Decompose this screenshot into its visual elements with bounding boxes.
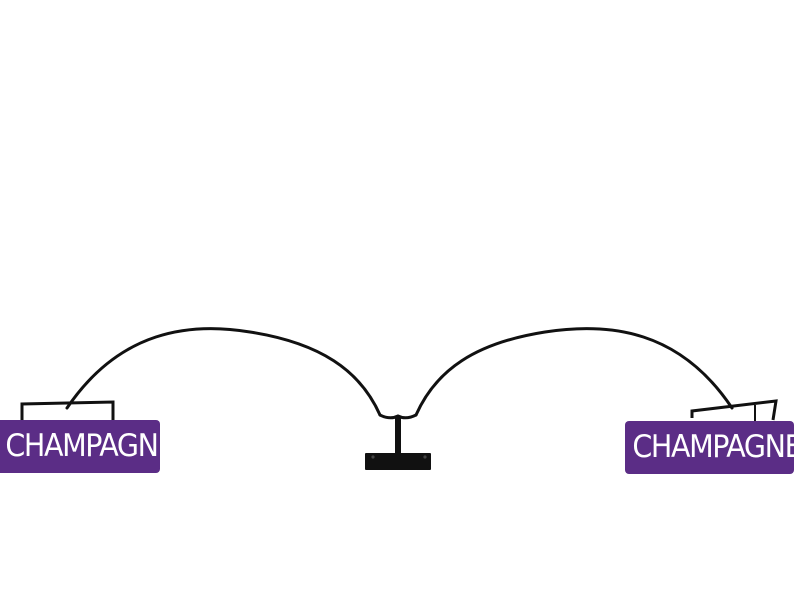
- right-champagne-sign: CHAMPAGNE: [625, 421, 794, 474]
- right-arch-wire: [414, 327, 734, 417]
- left-champagne-sign: CHAMPAGNE: [0, 420, 160, 473]
- left-arch-wire: [65, 327, 382, 417]
- center-stem: [395, 416, 401, 454]
- left-sign-holder: [20, 400, 115, 420]
- base-screw-right: [423, 455, 427, 459]
- center-base: [365, 453, 431, 470]
- right-sign-label: CHAMPAGNE: [632, 429, 794, 465]
- left-sign-label: CHAMPAGNE: [5, 428, 160, 464]
- right-sign-holder: [690, 399, 778, 421]
- base-screw-left: [371, 455, 375, 459]
